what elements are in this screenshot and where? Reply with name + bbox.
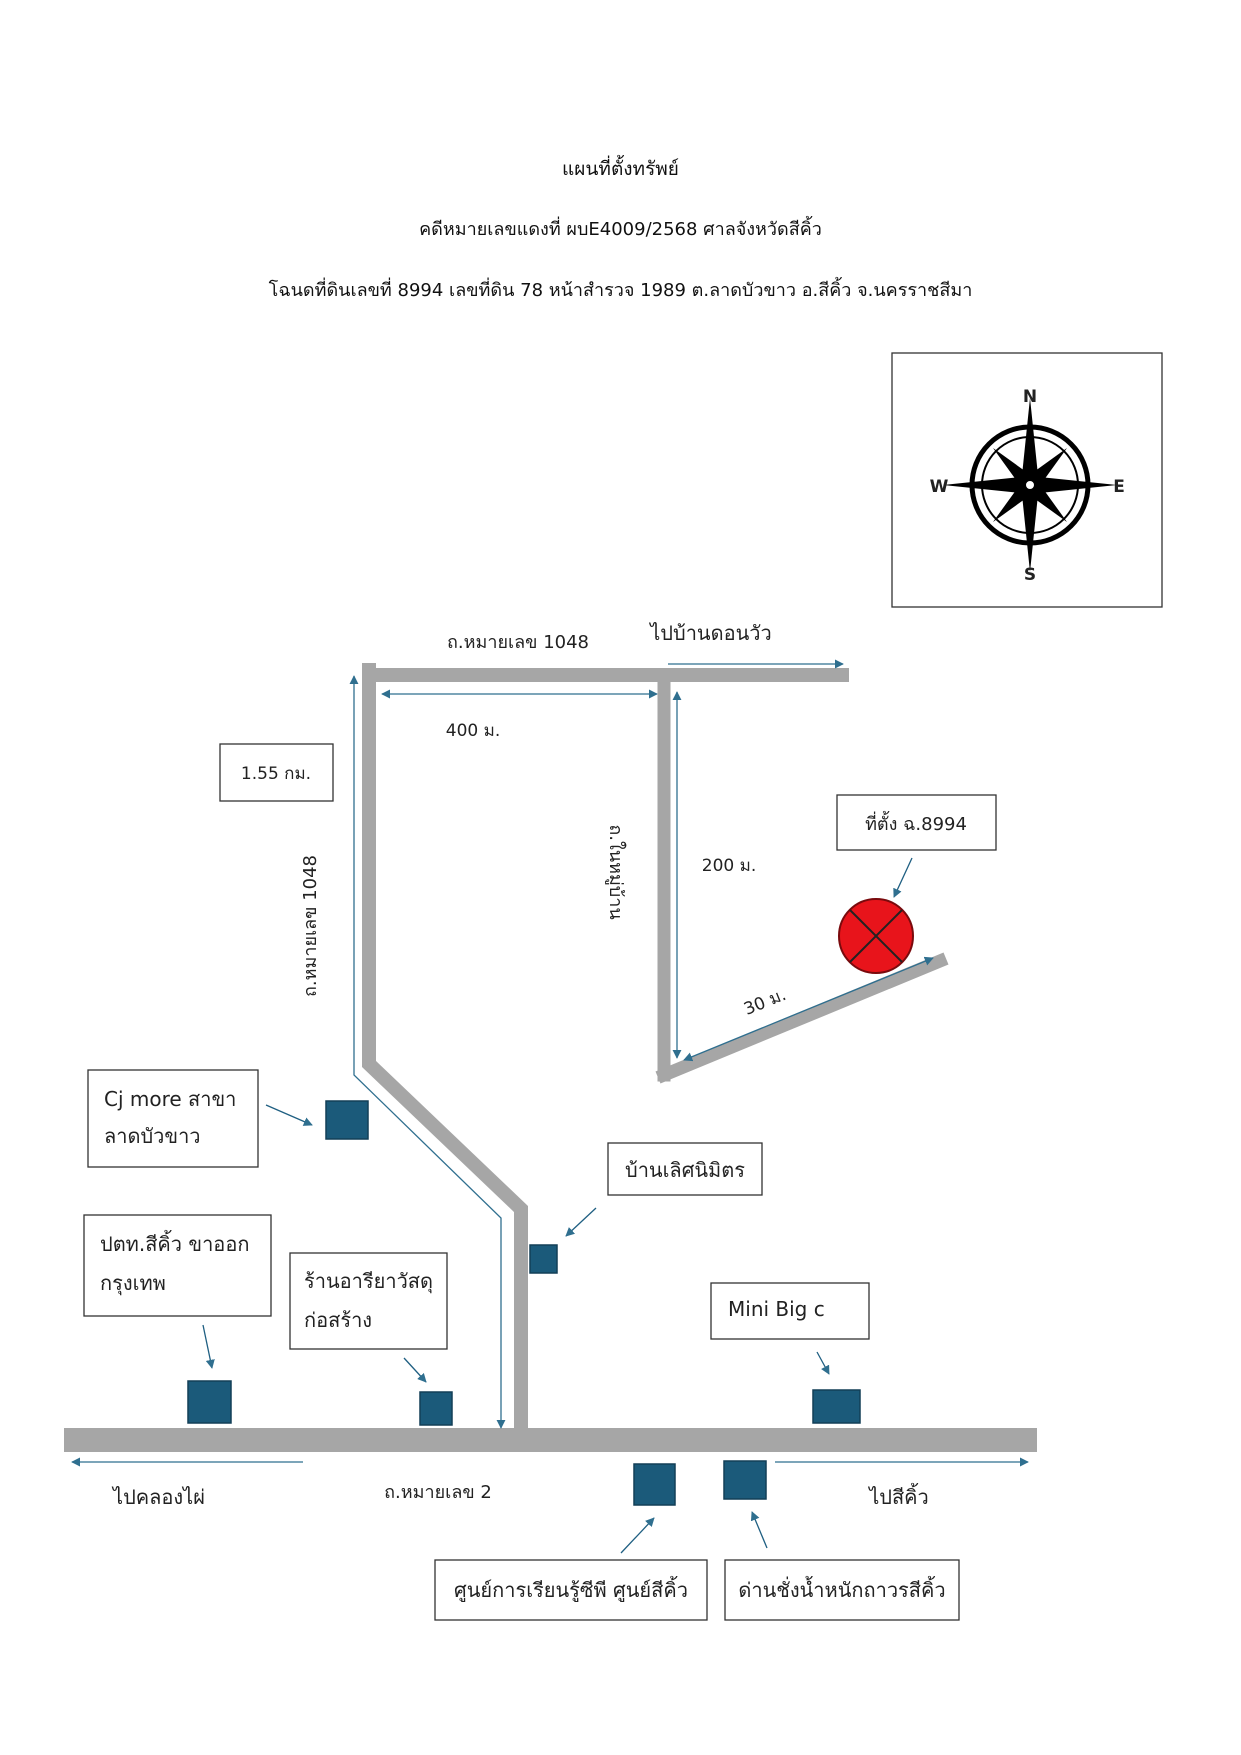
- ptt-box: [83, 1214, 272, 1317]
- ptt-line2: กรุงเทพ: [100, 1271, 166, 1296]
- distance-200: 200 ม.: [702, 856, 756, 876]
- ariya-pointer: [403, 1357, 427, 1383]
- road-spur: [655, 952, 949, 1084]
- dim-155-arrow: [349, 675, 506, 1429]
- cp-center-building: [633, 1463, 676, 1506]
- weigh-station-pointer: [750, 1511, 768, 1549]
- cj-more-box: [87, 1069, 259, 1168]
- distance-155-box: [219, 743, 334, 802]
- ptt-pointer: [202, 1324, 215, 1369]
- ariya-line1: ร้านอารียาวัสดุ: [304, 1269, 433, 1294]
- to-sikhio-label: ไปสีคิ้ว: [867, 1483, 929, 1509]
- site-marker: [838, 898, 914, 974]
- ariya-building: [419, 1391, 453, 1426]
- cj-more-building: [325, 1100, 369, 1140]
- dimension-lines: [71, 659, 1029, 1467]
- mini-bigc-label: Mini Big c: [728, 1297, 825, 1321]
- deed-info: โฉนดที่ดินเลขที่ 8994 เลขที่ดิน 78 หน้าส…: [268, 280, 973, 301]
- mini-bigc-building: [812, 1389, 861, 1424]
- distance-155: 1.55 กม.: [241, 764, 311, 784]
- to-don-wua-label: ไปบ้านดอนวัว: [648, 621, 771, 645]
- cp-center-pointer: [620, 1517, 655, 1554]
- cj-more-line2: ลาดบัวขาว: [104, 1124, 201, 1148]
- dim-30-arrow: [683, 956, 934, 1062]
- mini-bigc-pointer: [816, 1351, 830, 1375]
- distance-30: 30 ม.: [741, 985, 789, 1020]
- lert-nimit-pointer: [565, 1207, 597, 1237]
- site-label: ที่ตั้ง ฉ.8994: [865, 811, 967, 835]
- map-title: แผนที่ตั้งทรัพย์: [562, 158, 679, 180]
- site-label-box: [836, 794, 997, 851]
- roads: [64, 663, 1037, 1452]
- road-village-label: ถ.ในหมู่บ้าน: [605, 824, 627, 919]
- case-number: คดีหมายเลขแดงที่ ผบE4009/2568 ศาลจังหวัด…: [419, 219, 822, 240]
- compass-w: W: [930, 477, 949, 497]
- weigh-station-building: [723, 1460, 767, 1500]
- weigh-station-box: [724, 1559, 960, 1621]
- compass: N S E W: [891, 352, 1163, 608]
- cj-more-line1: Cj more สาขา: [104, 1087, 236, 1111]
- road-1048-top-label: ถ.หมายเลข 1048: [447, 632, 589, 653]
- mini-bigc-box: [710, 1282, 870, 1340]
- ariya-line2: ก่อสร้าง: [304, 1308, 372, 1332]
- lert-nimit-label: บ้านเลิศนิมิตร: [625, 1158, 745, 1182]
- cp-center-label: ศูนย์การเรียนรู้ซีพี ศูนย์สีคิ้ว: [454, 1576, 688, 1603]
- road-2-label: ถ.หมายเลข 2: [384, 1482, 492, 1503]
- compass-n: N: [1023, 387, 1037, 407]
- compass-e: E: [1113, 477, 1125, 497]
- to-khlong-phai-label: ไปคลองไผ่: [111, 1485, 205, 1509]
- ptt-building: [187, 1380, 232, 1424]
- ptt-line1: ปตท.สีคิ้ว ขาออก: [100, 1230, 249, 1256]
- cj-more-pointer: [265, 1104, 313, 1126]
- road-1048-side-label: ถ.หมายเลข 1048: [300, 855, 321, 997]
- compass-rose-icon: [943, 398, 1117, 572]
- weigh-station-label: ด่านชั่งน้ำหนักถาวรสีคิ้ว: [738, 1576, 945, 1602]
- compass-s: S: [1024, 565, 1036, 585]
- site-pointer: [893, 857, 913, 898]
- cp-center-box: [434, 1559, 708, 1621]
- lert-nimit-box: [607, 1142, 763, 1196]
- ariya-box: [289, 1252, 448, 1350]
- distance-400: 400 ม.: [446, 721, 500, 741]
- lert-nimit-building: [529, 1244, 558, 1274]
